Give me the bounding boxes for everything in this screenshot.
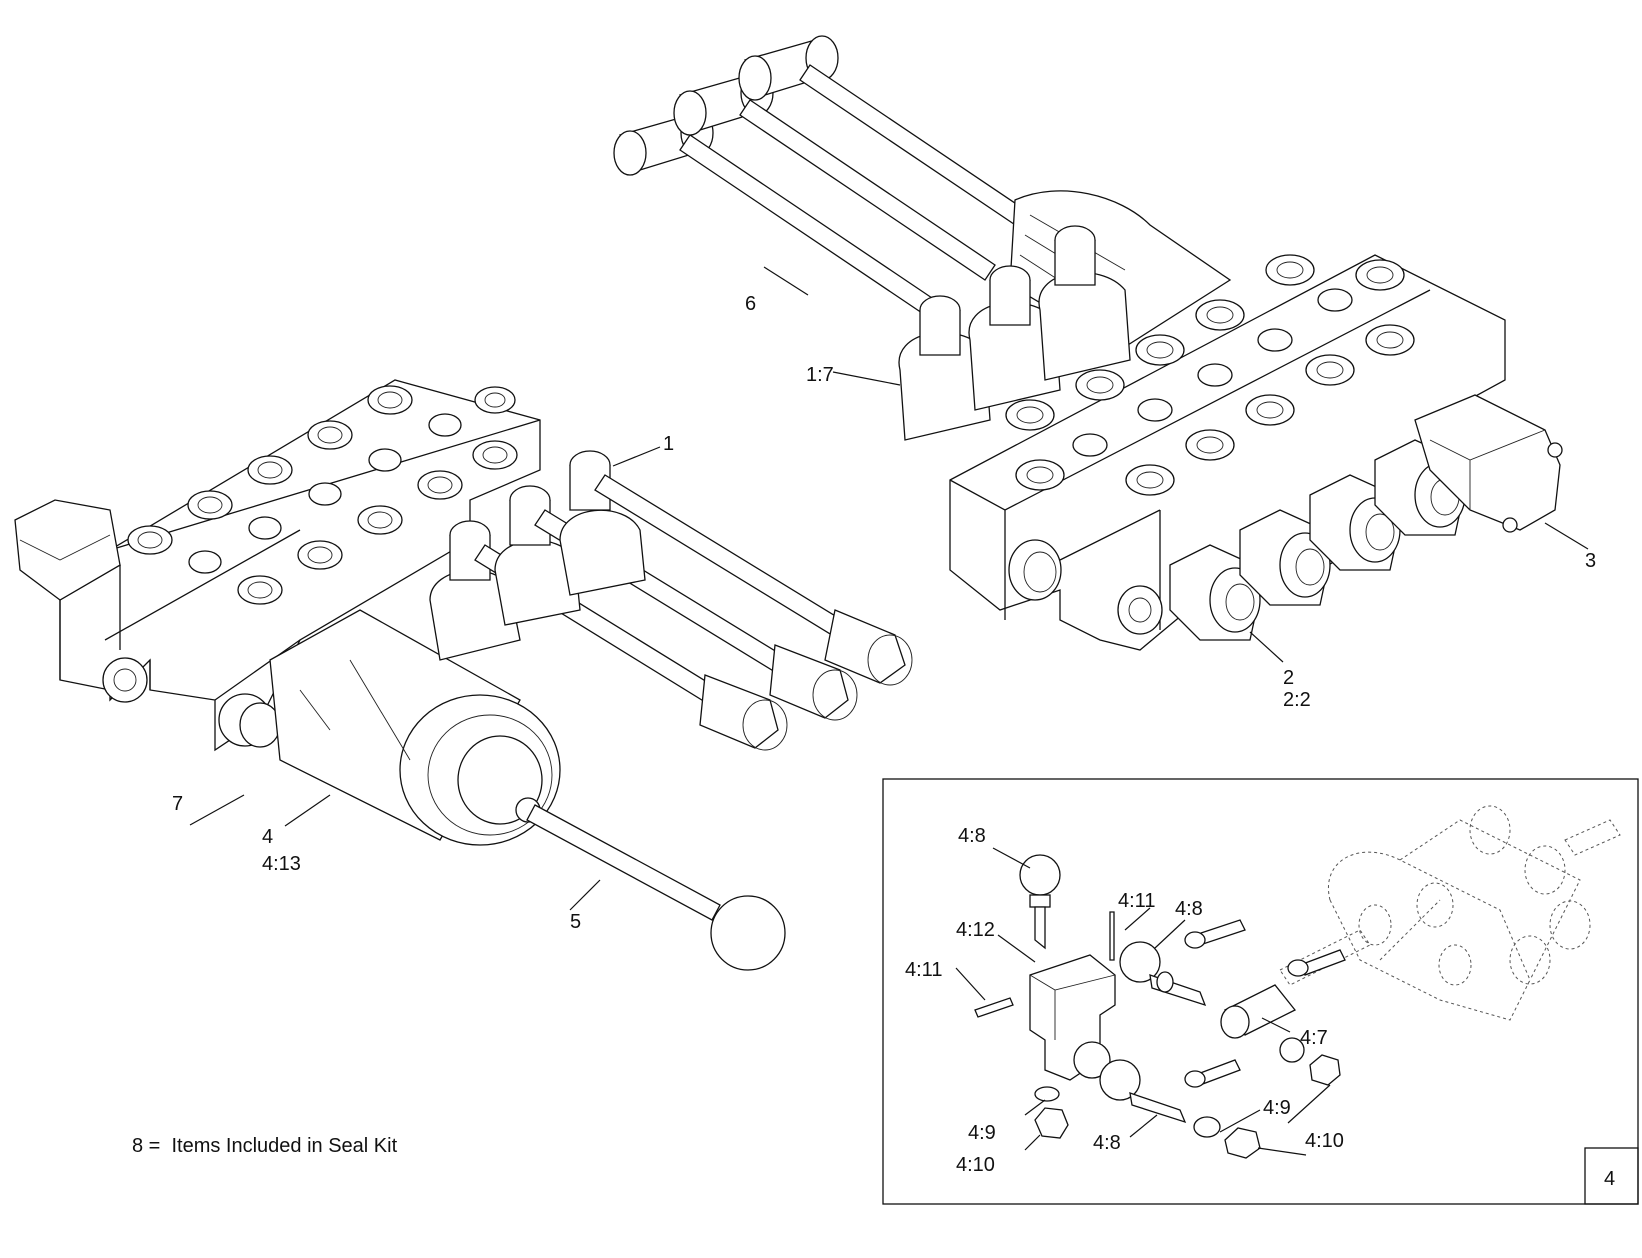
main-callouts: 1 6 1:7 2 2:2 3 7 4 4:13 5 bbox=[172, 293, 1596, 933]
callout-4-13: 4:13 bbox=[262, 853, 301, 875]
detail-parts bbox=[974, 854, 1346, 1159]
right-valve-assembly bbox=[613, 35, 1563, 651]
callout-4-12: 4:12 bbox=[956, 919, 995, 941]
callout-4-7: 4:7 bbox=[1300, 1027, 1328, 1049]
callout-leaders bbox=[189, 266, 1589, 911]
detail-frame bbox=[882, 778, 1639, 1205]
detail-box-label: 4 bbox=[1604, 1168, 1615, 1190]
seal-kit-note: 8 = Items Included in Seal Kit bbox=[132, 1135, 398, 1157]
detail-callouts: 4:8 4:11 4:8 4:12 4:11 4:7 4:9 4:9 4:8 4… bbox=[905, 825, 1344, 1176]
callout-5: 5 bbox=[570, 911, 581, 933]
detail-view-4: 4 bbox=[882, 778, 1639, 1205]
callout-4-9-left: 4:9 bbox=[968, 1122, 996, 1144]
callout-4-8-bot: 4:8 bbox=[1093, 1132, 1121, 1154]
callout-4: 4 bbox=[262, 826, 273, 848]
callout-4-10-right: 4:10 bbox=[1305, 1130, 1344, 1152]
callout-1: 1 bbox=[663, 433, 674, 455]
callout-2: 2 bbox=[1283, 667, 1294, 689]
ghost-valve-section bbox=[1279, 805, 1621, 1021]
detail-label-box bbox=[1584, 1147, 1639, 1205]
callout-4-11-left: 4:11 bbox=[905, 959, 942, 981]
callout-4-10-left: 4:10 bbox=[956, 1154, 995, 1176]
callout-2-2: 2:2 bbox=[1283, 689, 1311, 711]
callout-7: 7 bbox=[172, 793, 183, 815]
callout-1-7: 1:7 bbox=[806, 364, 834, 386]
callout-4-11-top: 4:11 bbox=[1118, 890, 1155, 912]
callout-4-9-right: 4:9 bbox=[1263, 1097, 1291, 1119]
left-valve-assembly bbox=[14, 379, 913, 971]
detail-leaders bbox=[955, 847, 1331, 1156]
callout-4-8-mid: 4:8 bbox=[1175, 898, 1203, 920]
callout-3: 3 bbox=[1585, 550, 1596, 572]
callout-4-8-top: 4:8 bbox=[958, 825, 986, 847]
callout-6: 6 bbox=[745, 293, 756, 315]
